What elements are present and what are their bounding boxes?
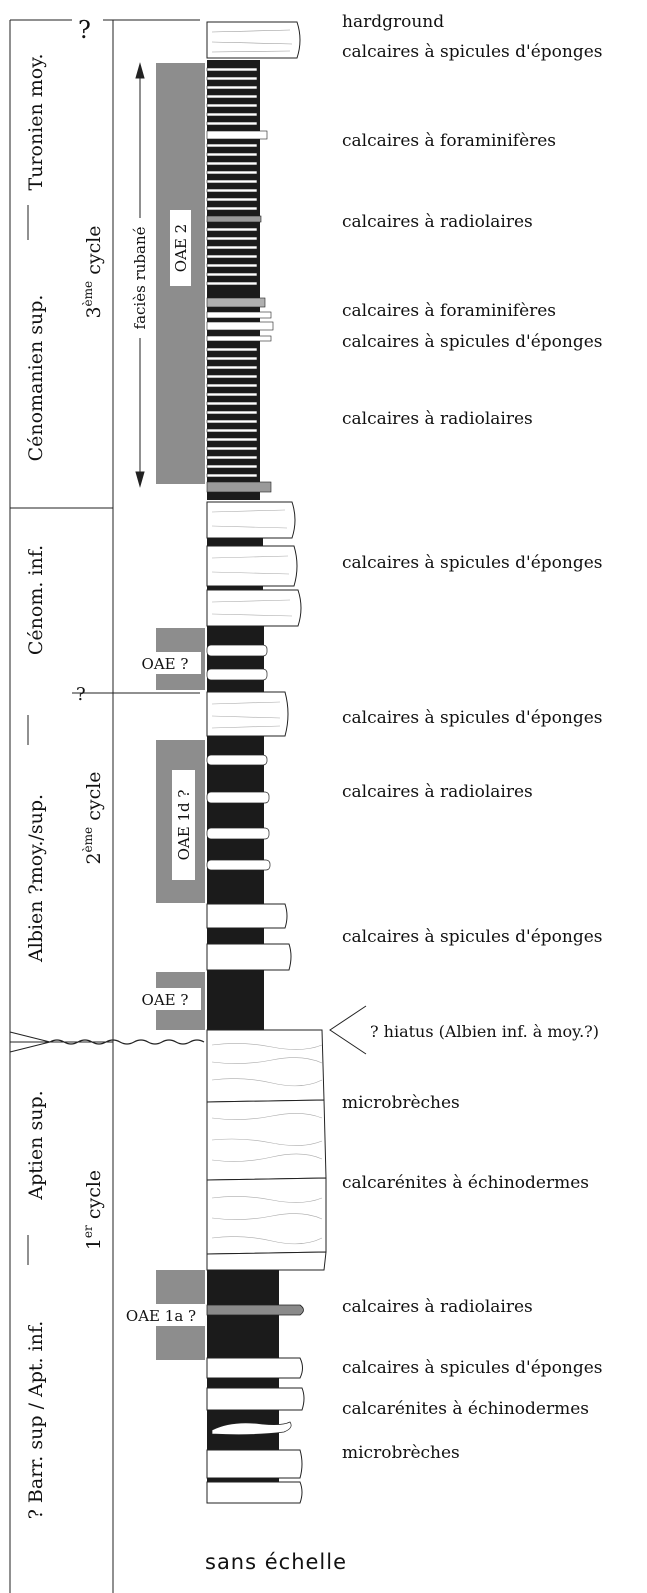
- lith-label-hiatus: ? hiatus (Albien inf. à moy.?): [370, 1022, 599, 1041]
- bed-lower-microbreccia-2: [206, 1481, 303, 1504]
- cycle-label-3: 3ème cycle: [81, 225, 105, 318]
- lith-label-spicules-4: calcaires à spicules d'éponges: [342, 708, 603, 728]
- oae-1d-label: OAE 1d ?: [175, 790, 193, 861]
- aptian-massive-beds: [206, 1029, 327, 1271]
- stage-label-cenomanien-sup: Cénomanien sup.: [25, 295, 47, 462]
- stage-label-barremien-aptien-inf: ? Barr. sup / Apt. inf.: [25, 1321, 47, 1520]
- bed-lower-lens: [211, 1421, 292, 1436]
- lith-label-foraminiferes-2: calcaires à foraminifères: [342, 301, 556, 321]
- bed-cenom-inf-3: [206, 589, 302, 627]
- oae-albien-label: OAE ?: [142, 991, 189, 1009]
- oae-cenom-label: OAE ?: [142, 655, 189, 673]
- lithologic-column: [206, 21, 327, 1504]
- radiolarian-bed-oae-1a: [206, 1304, 304, 1316]
- lith-label-spicules-1: calcaires à spicules d'éponges: [342, 42, 603, 62]
- oae-2-label: OAE 2: [172, 224, 190, 272]
- bed-lower-microbreccia-1: [206, 1449, 303, 1479]
- bed-albien-limestone-2: [206, 903, 288, 929]
- stage-label-albien: Albien ?moy./sup.: [25, 794, 47, 963]
- bed-lower-calcarenite: [206, 1387, 305, 1411]
- lith-label-hardground: hardground: [342, 12, 444, 32]
- lith-label-spicules-2: calcaires à spicules d'éponges: [342, 332, 603, 352]
- oae-1a-label: OAE 1a ?: [126, 1307, 196, 1325]
- question-mark-top: ?: [78, 16, 91, 44]
- banded-interval-dark: [207, 60, 260, 500]
- bed-cenom-inf-2: [206, 545, 298, 587]
- lith-label-calcarenites-1: calcarénites à échinodermes: [342, 1173, 589, 1193]
- bed-hardground-limestone: [206, 21, 301, 59]
- facies-rubane-arrow: [135, 62, 145, 488]
- lith-label-spicules-6: calcaires à spicules d'éponges: [342, 1358, 603, 1378]
- hiatus-wedge-right: [329, 1005, 367, 1055]
- stage-label-turonien: Turonien moy.: [25, 54, 47, 191]
- lith-label-radiolaires-3: calcaires à radiolaires: [342, 782, 533, 802]
- oae-label-backgrounds: [116, 210, 206, 1326]
- bed-cenom-inf-1: [206, 501, 296, 539]
- bed-albien-limestone-1: [206, 691, 289, 737]
- lith-label-calcarenites-2: calcarénites à échinodermes: [342, 1399, 589, 1419]
- lith-label-foraminiferes-1: calcaires à foraminifères: [342, 131, 556, 151]
- cycle-label-1: 1er cycle: [81, 1170, 105, 1250]
- dark-interval-oae-albien: [207, 970, 264, 1034]
- lith-label-radiolaires-1: calcaires à radiolaires: [342, 212, 533, 232]
- lith-label-microbreches-2: microbrèches: [342, 1443, 460, 1463]
- lith-label-spicules-5: calcaires à spicules d'éponges: [342, 927, 603, 947]
- dark-interval-oae-cenom: [207, 626, 264, 692]
- stage-label-aptien-sup: Aptien sup.: [25, 1090, 47, 1200]
- facies-rubane-label: faciès rubané: [131, 226, 149, 329]
- banded-interval-light-beds: [206, 67, 274, 493]
- stage-label-cenom-inf: Cénom. inf.: [25, 545, 47, 655]
- unconformity-line: [49, 1039, 205, 1045]
- question-mark-mid: ?: [76, 684, 86, 705]
- cycle-label-2: 2ème cycle: [81, 771, 105, 864]
- lith-label-radiolaires-4: calcaires à radiolaires: [342, 1297, 533, 1317]
- lith-label-microbreches-1: microbrèches: [342, 1093, 460, 1113]
- stage-column-frame: [9, 19, 200, 1593]
- bed-albien-limestone-3: [206, 943, 292, 971]
- bed-lower-spicule: [206, 1357, 303, 1379]
- lith-label-spicules-3: calcaires à spicules d'éponges: [342, 553, 603, 573]
- lith-label-radiolaires-2: calcaires à radiolaires: [342, 409, 533, 429]
- scale-note: sans échelle: [205, 1550, 347, 1574]
